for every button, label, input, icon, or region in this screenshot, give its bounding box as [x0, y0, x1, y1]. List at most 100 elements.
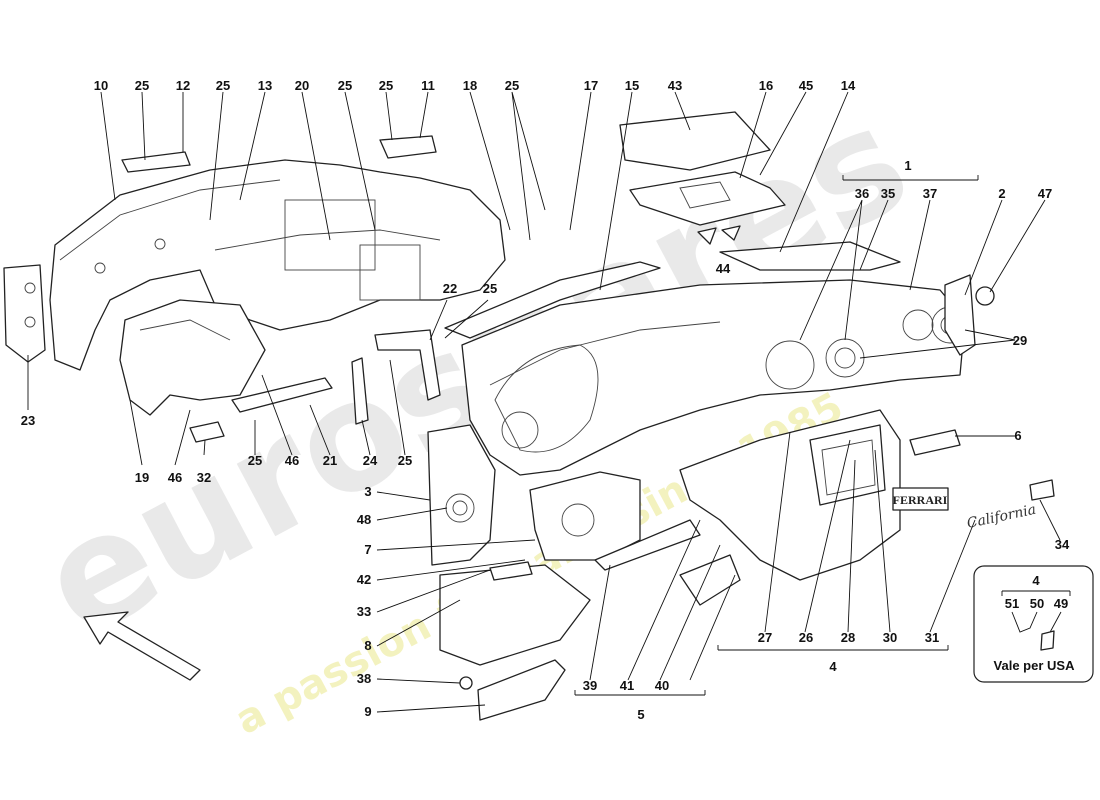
usa-item: 49	[1054, 596, 1068, 611]
callout: 45	[799, 78, 813, 93]
dash-trim-15	[444, 261, 661, 339]
callout: 47	[1038, 186, 1052, 201]
side-panel-3	[427, 424, 496, 566]
trim-39	[594, 519, 701, 571]
vent-ring-47	[975, 286, 995, 306]
callout: 33	[357, 604, 371, 619]
callout: 25	[338, 78, 352, 93]
callout: 2	[998, 186, 1005, 201]
callout: 25	[483, 281, 497, 296]
callout: 10	[94, 78, 108, 93]
ferrari-badge: FERRARI	[893, 493, 948, 507]
callout: 25	[379, 78, 393, 93]
trim-6	[909, 429, 961, 456]
usa-caption: Vale per USA	[994, 658, 1076, 673]
callout: 26	[799, 630, 813, 645]
callout: 44	[716, 261, 731, 276]
callout: 19	[135, 470, 149, 485]
badge-frame	[892, 487, 949, 511]
bracket-hole	[24, 316, 36, 328]
usa-part	[1040, 630, 1055, 651]
callout: 35	[881, 186, 895, 201]
callout: 38	[357, 671, 371, 686]
callout-labels: 10 25 12 25 13 20 25 25 11 18 25 17 15 4…	[21, 78, 1070, 722]
binnacle-opening	[494, 344, 599, 453]
callout: 46	[285, 453, 299, 468]
clip-44b	[721, 225, 741, 241]
gauge-ring	[501, 411, 539, 449]
usa-item: 51	[1005, 596, 1019, 611]
callout: 37	[923, 186, 937, 201]
callout: 15	[625, 78, 639, 93]
side-bracket-23	[3, 264, 46, 363]
callout: 5	[637, 707, 644, 722]
usa-group-label: 4	[1032, 573, 1040, 588]
side-vent-2	[944, 274, 976, 356]
trim-40	[679, 554, 741, 606]
callout: 11	[421, 78, 435, 93]
callout: 36	[855, 186, 869, 201]
console-detail	[679, 181, 731, 209]
clip-44a	[697, 227, 717, 245]
callout: 48	[357, 512, 371, 527]
callout: 21	[323, 453, 337, 468]
dash-edge	[489, 321, 721, 386]
usa-box-frame	[973, 565, 1094, 683]
block-32	[189, 421, 225, 443]
plate-12	[121, 151, 191, 173]
callout: 23	[21, 413, 35, 428]
callout: 20	[295, 78, 309, 93]
ignition-opening	[561, 503, 595, 537]
callout: 16	[759, 78, 773, 93]
callout: 12	[176, 78, 190, 93]
california-badge: California	[966, 502, 1038, 532]
callout: 46	[168, 470, 182, 485]
callout: 25	[505, 78, 519, 93]
bracket-19	[119, 299, 266, 416]
bracket-hole	[24, 282, 36, 294]
cover-43	[619, 111, 771, 171]
callout: 8	[364, 638, 371, 653]
callout: 17	[584, 78, 598, 93]
speaker-48-inner	[452, 500, 468, 516]
callout: 41	[620, 678, 634, 693]
part-shapes: FERRARI California	[3, 111, 1055, 721]
callout: 32	[197, 470, 211, 485]
frame-hole	[94, 262, 106, 274]
callout: 43	[668, 78, 682, 93]
callout: 14	[841, 78, 856, 93]
callout: 4	[829, 659, 837, 674]
leader-lines	[27, 91, 1061, 713]
vent-36	[765, 340, 815, 390]
usa-variant-box: 4 51 50 49 Vale per USA	[973, 565, 1094, 683]
bracket-11	[379, 135, 437, 159]
frame-edge	[214, 229, 441, 251]
callout: 34	[1055, 537, 1070, 552]
callout: 22	[443, 281, 457, 296]
plaque-34	[1029, 479, 1055, 501]
callout: 13	[258, 78, 272, 93]
callout: 3	[364, 484, 371, 499]
dashboard-1	[461, 279, 966, 476]
frame-hole	[154, 238, 166, 250]
callout: 42	[357, 572, 371, 587]
console-16	[629, 171, 786, 226]
callout: 1	[904, 158, 911, 173]
callout: 6	[1014, 428, 1021, 443]
callout: 28	[841, 630, 855, 645]
callout: 25	[135, 78, 149, 93]
callout: 25	[248, 453, 262, 468]
vent-37	[902, 309, 934, 341]
handle-42	[489, 561, 533, 581]
callout: 39	[583, 678, 597, 693]
column-cover	[529, 471, 641, 561]
callout: 29	[1013, 333, 1027, 348]
direction-arrow	[83, 611, 201, 681]
bracket-24	[351, 357, 369, 425]
frame-edge	[59, 179, 281, 261]
vent-29a-inner	[834, 347, 856, 369]
callout: 18	[463, 78, 477, 93]
callout: 9	[364, 704, 371, 719]
